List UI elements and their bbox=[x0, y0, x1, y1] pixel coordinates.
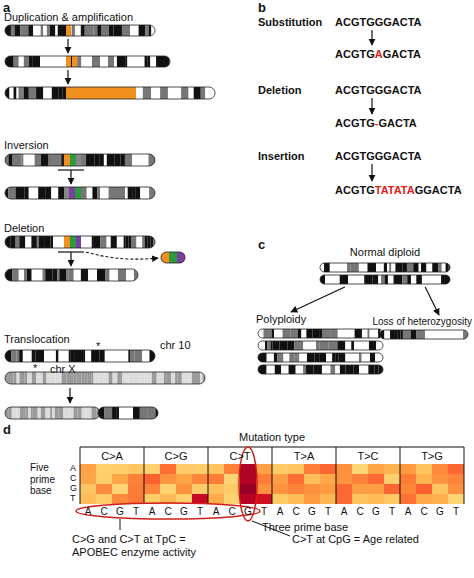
label: chr X bbox=[50, 363, 76, 376]
label: ACGTGGGACTA bbox=[335, 16, 422, 29]
label: T>G bbox=[421, 450, 443, 463]
label: Three prime base bbox=[262, 521, 348, 534]
chromosome bbox=[5, 25, 156, 36]
karyotype-group: Loss of heterozygosity bbox=[362, 316, 472, 342]
arrow-connector bbox=[291, 287, 345, 312]
label: C>G and C>T at TpC = APOBEC enzyme activ… bbox=[72, 533, 222, 558]
arrow bbox=[371, 30, 372, 45]
chromosome bbox=[5, 407, 101, 419]
label: * bbox=[33, 362, 37, 375]
chromosome bbox=[5, 350, 158, 362]
label: C>G bbox=[165, 450, 188, 463]
label: T bbox=[70, 493, 76, 503]
label: C bbox=[70, 473, 77, 483]
heatmap bbox=[76, 447, 464, 536]
chromosome bbox=[5, 56, 173, 67]
label: ACGTGGGACTA bbox=[335, 84, 422, 97]
arrow bbox=[70, 170, 71, 184]
arrow bbox=[67, 39, 68, 53]
karyotype-group: Normal diploid bbox=[318, 246, 452, 286]
label: ACGTGTATATAGGACTA bbox=[335, 184, 462, 197]
arrow bbox=[69, 388, 70, 403]
label: Translocation bbox=[4, 333, 70, 346]
node-label: Normal diploid bbox=[318, 246, 452, 259]
label: C>T bbox=[229, 450, 250, 463]
label: Insertion bbox=[258, 150, 304, 163]
karyotype-group: Polyploidy bbox=[256, 313, 356, 389]
label: Mutation type bbox=[239, 431, 305, 444]
label: Deletion bbox=[258, 84, 301, 97]
label: T>A bbox=[294, 450, 314, 463]
label: G bbox=[70, 483, 77, 493]
label: ACGTG-GACTA bbox=[335, 117, 417, 130]
chromosome bbox=[258, 365, 386, 374]
arrow bbox=[371, 98, 372, 114]
label: Inversion bbox=[4, 139, 49, 152]
label: Deletion bbox=[4, 222, 44, 235]
label: ACGT bbox=[144, 506, 208, 518]
chromosome bbox=[5, 187, 155, 199]
label: ACGT bbox=[400, 506, 464, 518]
chromosome bbox=[258, 329, 387, 338]
label: chr 10 bbox=[160, 339, 191, 352]
label: ACGT bbox=[80, 506, 144, 518]
label: C>A bbox=[101, 450, 123, 463]
label: C>T at CpG = Age related bbox=[292, 533, 419, 546]
chromosome bbox=[5, 269, 140, 281]
label: c bbox=[258, 238, 265, 253]
label: T>C bbox=[357, 450, 378, 463]
arrow bbox=[67, 70, 68, 84]
label: ACGT bbox=[336, 506, 400, 518]
arrow bbox=[70, 252, 71, 266]
label: ACGT bbox=[272, 506, 336, 518]
arrow bbox=[86, 252, 158, 259]
chromosome bbox=[98, 407, 161, 419]
chromosome bbox=[380, 330, 470, 339]
label: ACGTGAGACTA bbox=[335, 48, 421, 61]
label: b bbox=[258, 1, 266, 16]
label: d bbox=[3, 423, 11, 438]
label: Five prime base bbox=[30, 462, 68, 497]
chromosome bbox=[5, 154, 156, 166]
chromosome bbox=[5, 236, 156, 248]
label: ACGT bbox=[208, 506, 272, 518]
label: A bbox=[70, 463, 76, 473]
chromosome bbox=[5, 87, 217, 99]
chromosome bbox=[258, 341, 384, 350]
chromosome bbox=[161, 252, 188, 263]
label: ACGTGGGACTA bbox=[335, 150, 422, 163]
node-label: Loss of heterozygosity bbox=[362, 316, 472, 328]
chromosome bbox=[320, 263, 452, 272]
label: * bbox=[96, 340, 100, 353]
node-label: Polyploidy bbox=[256, 313, 356, 326]
chromosome bbox=[258, 353, 383, 362]
chromosome bbox=[320, 275, 451, 284]
label: Substitution bbox=[258, 16, 322, 29]
arrow bbox=[371, 164, 372, 181]
arrow-connector bbox=[425, 287, 439, 315]
label: Duplication & amplification bbox=[4, 11, 133, 24]
